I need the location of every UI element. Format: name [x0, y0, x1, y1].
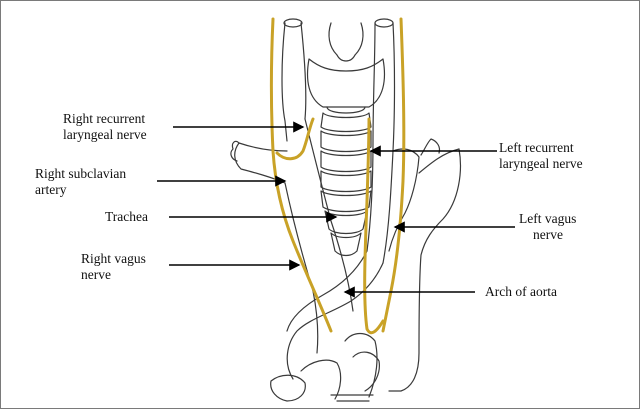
label-trachea: Trachea — [105, 209, 148, 225]
label-right-recurrent-laryngeal-nerve: Right recurrent laryngeal nerve — [63, 111, 147, 143]
thyroid-cartilage — [308, 59, 385, 107]
left-vagus-nerve-line — [383, 19, 404, 331]
base-vessels — [301, 334, 377, 400]
label-left-vagus-nerve: Left vagus nerve — [519, 211, 576, 243]
label-right-vagus-nerve: Right vagus nerve — [81, 251, 146, 283]
aortic-arch — [389, 149, 460, 391]
right-subclavian-vessel — [235, 143, 287, 183]
right-carotid-artery — [282, 23, 306, 141]
left-carotid-top — [375, 19, 393, 27]
label-right-subclavian-artery: Right subclavian artery — [35, 166, 126, 198]
right-carotid-top — [284, 19, 302, 27]
right-recurrent-laryngeal-nerve-line — [277, 119, 313, 159]
right-vagus-nerve-line — [272, 19, 332, 331]
trachea-rings — [321, 113, 371, 256]
label-left-recurrent-laryngeal-nerve: Left recurrent laryngeal nerve — [499, 140, 583, 172]
label-arch-of-aorta: Arch of aorta — [485, 284, 557, 300]
left-subclavian-vessel — [419, 139, 459, 173]
